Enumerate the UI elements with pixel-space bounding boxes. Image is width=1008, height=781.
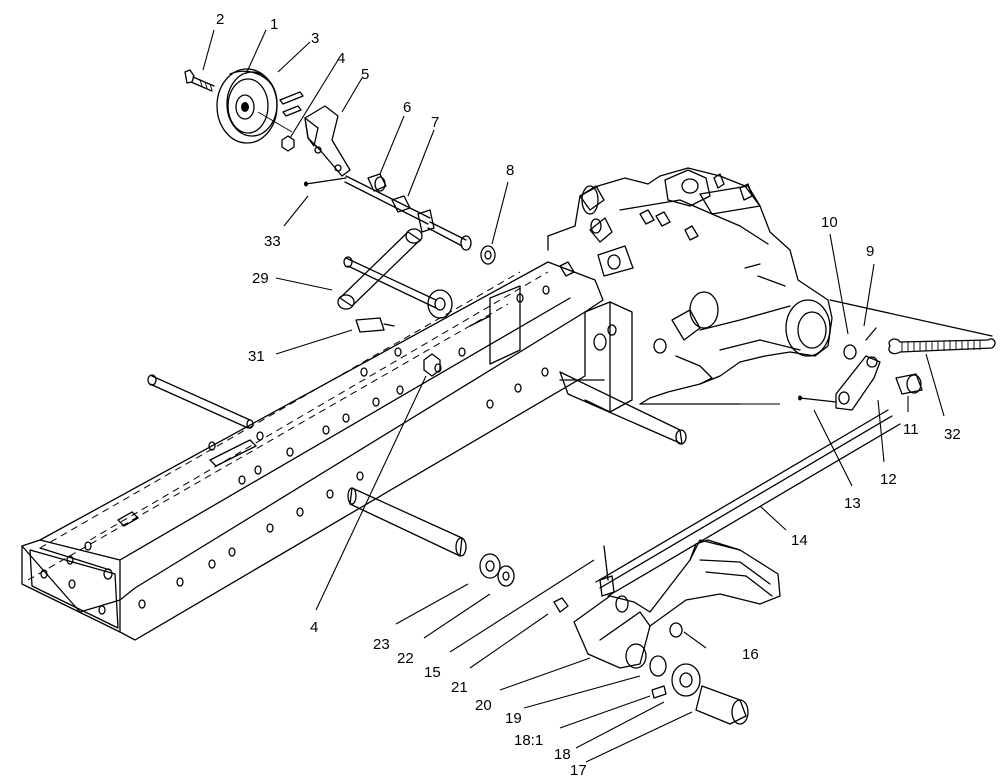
idler-arm-assembly [337, 228, 453, 377]
frame-chassis [21, 261, 687, 641]
callout-18: 18 [554, 746, 571, 763]
callout-4a: 4 [337, 50, 345, 67]
callout-9: 9 [866, 243, 874, 260]
callout-10: 10 [821, 214, 838, 231]
callout-23: 23 [373, 636, 390, 653]
callout-21: 21 [451, 679, 468, 696]
callout-18-1: 18:1 [514, 732, 543, 749]
callout-20: 20 [475, 697, 492, 714]
pedal-assembly [347, 487, 781, 725]
callout-19: 19 [505, 710, 522, 727]
pulley-assembly [184, 68, 496, 265]
shift-linkage [595, 327, 996, 597]
callout-1: 1 [270, 16, 278, 33]
callout-3: 3 [311, 30, 319, 47]
callout-7: 7 [431, 114, 439, 131]
callout-22: 22 [397, 650, 414, 667]
spring [888, 338, 996, 355]
callout-2: 2 [216, 11, 224, 28]
callout-11: 11 [903, 421, 919, 438]
callout-labels: 2 1 3 4 5 6 7 8 33 29 31 10 9 32 11 12 1… [216, 11, 961, 779]
callout-17: 17 [570, 762, 587, 779]
callout-33: 33 [264, 233, 281, 250]
callout-13: 13 [844, 495, 861, 512]
callout-8: 8 [506, 162, 514, 179]
callout-5: 5 [361, 66, 369, 83]
callout-29: 29 [252, 270, 269, 287]
frame-holes [40, 285, 550, 615]
leader-lines [202, 29, 945, 763]
callout-6: 6 [403, 99, 411, 116]
callout-15: 15 [424, 664, 441, 681]
callout-32: 32 [944, 426, 961, 443]
callout-31: 31 [248, 348, 265, 365]
transmission-housing [547, 167, 993, 405]
callout-12: 12 [880, 471, 897, 488]
callout-16: 16 [742, 646, 759, 663]
callout-14: 14 [791, 532, 808, 549]
callout-4b: 4 [310, 619, 318, 636]
